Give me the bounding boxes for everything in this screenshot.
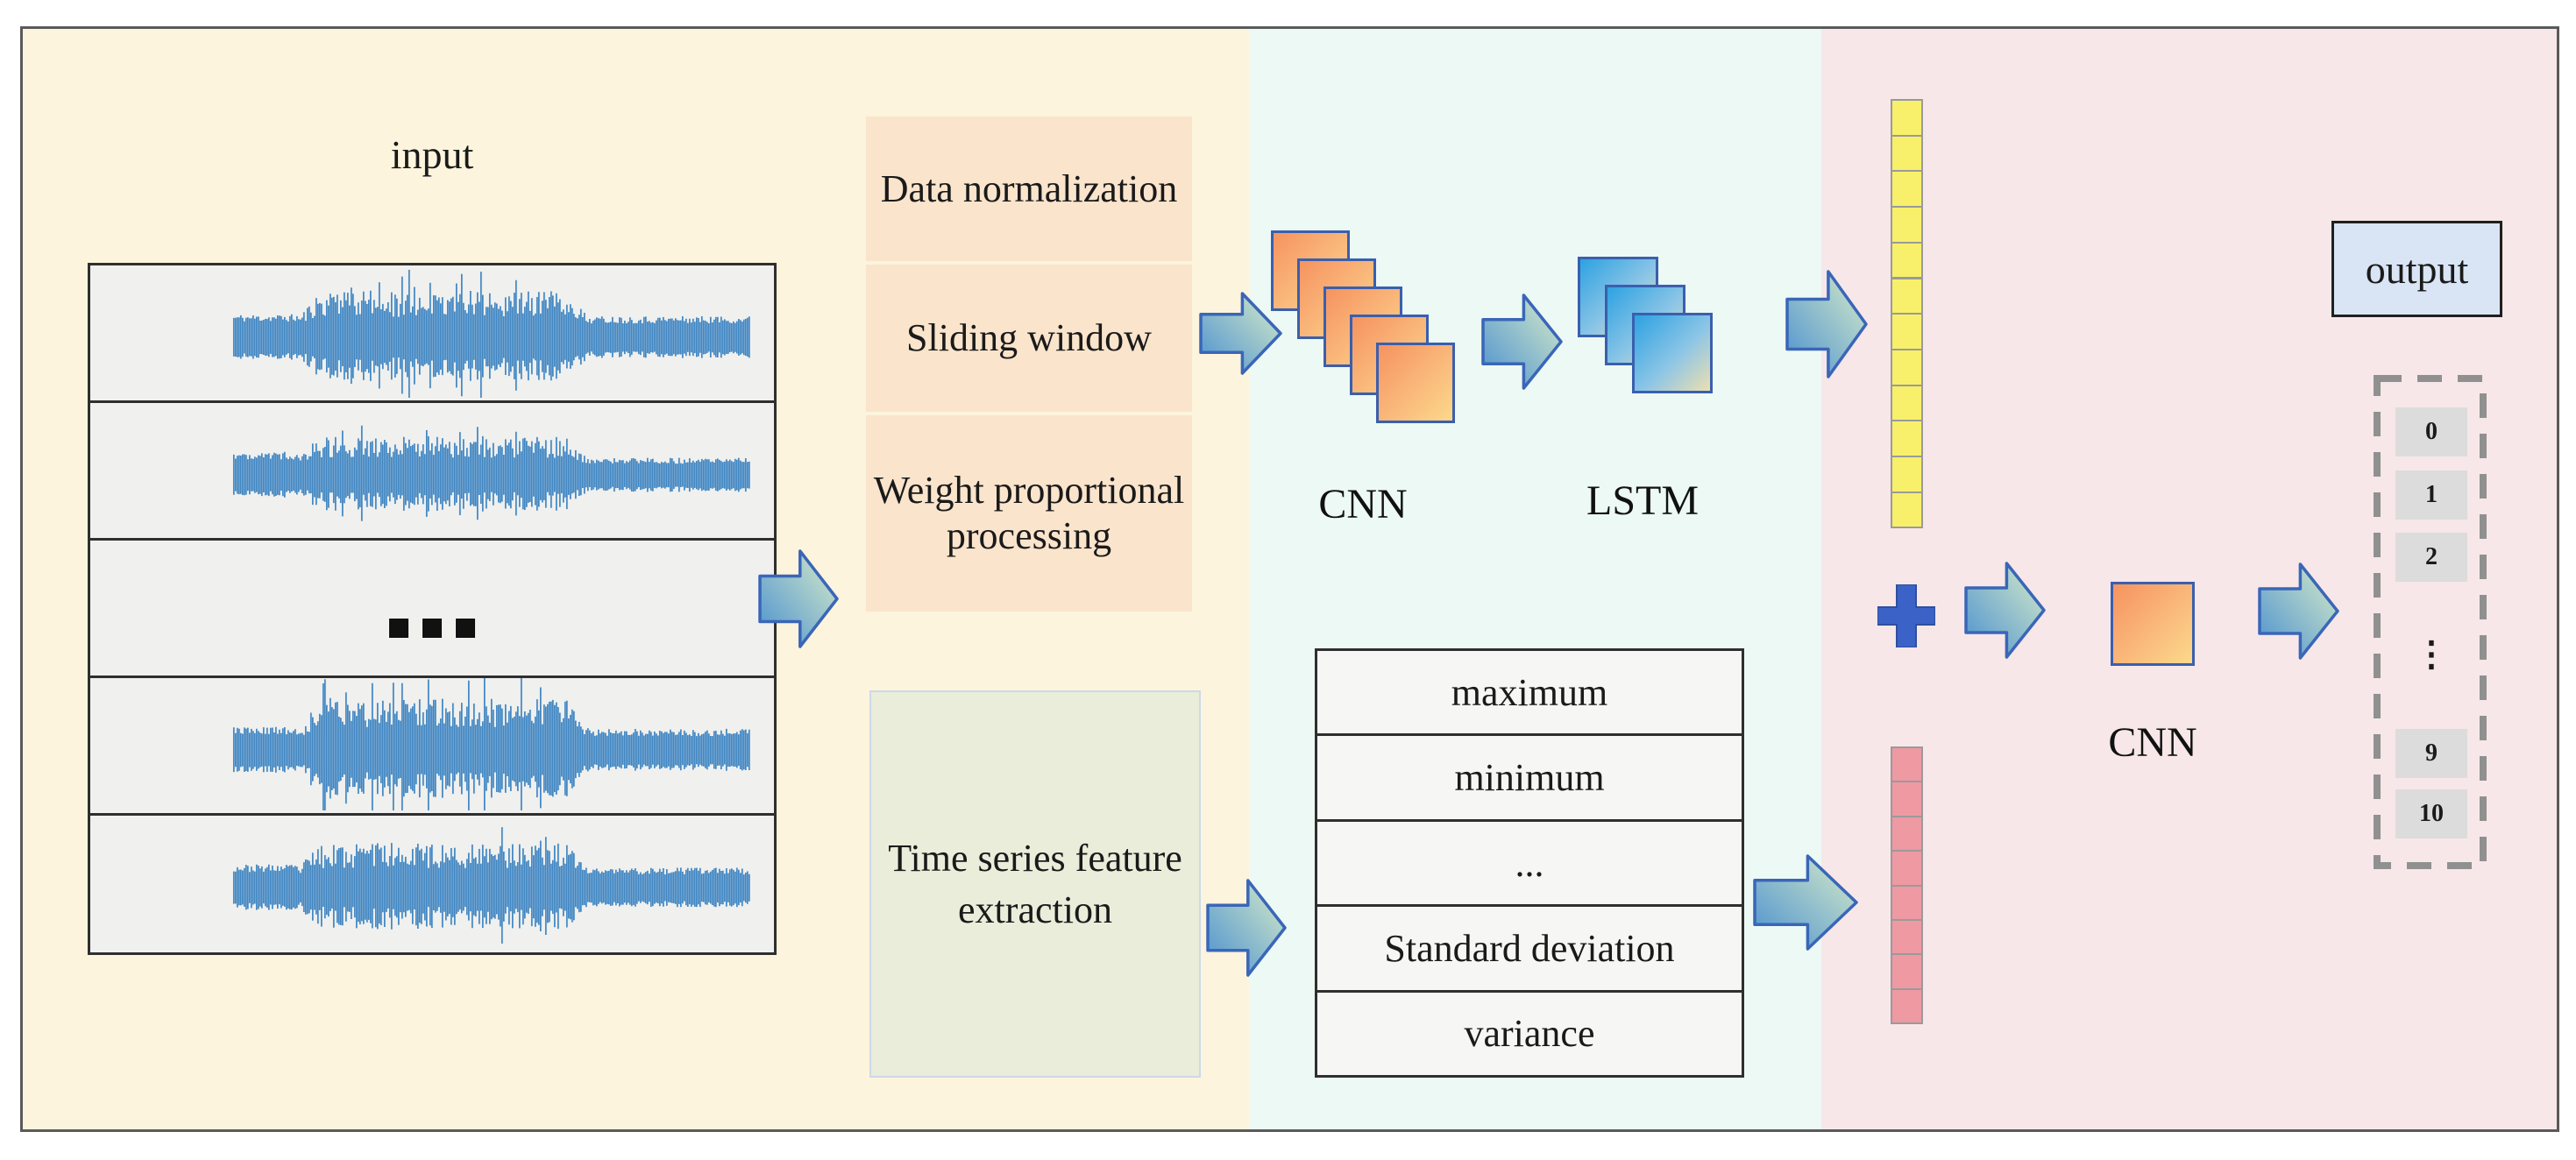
arrow-feature-box-to-table	[1206, 879, 1287, 977]
feature-extraction-box: Time series feature extraction	[869, 690, 1201, 1078]
input-label: input	[390, 132, 474, 177]
feature-vector-cell	[1891, 313, 1923, 350]
feature-vector-cell	[1891, 170, 1923, 209]
input-panel-waveform	[90, 678, 774, 816]
output-ellipsis: ⋮	[2414, 633, 2449, 674]
prep-box-weight-proportional: Weight proportional processing	[866, 415, 1192, 612]
arrow-cnn-to-lstm	[1481, 294, 1563, 390]
feature-vector-cell	[1891, 491, 1923, 529]
input-waveform-stack	[88, 263, 777, 955]
prep-box-sliding-window: Sliding window	[866, 265, 1192, 412]
feature-vector-cell	[1891, 384, 1923, 422]
plus-icon	[1877, 584, 1935, 647]
feature-vector-cell	[1891, 420, 1923, 457]
stat-vector-cell	[1891, 781, 1923, 817]
feature-vector-cell	[1891, 206, 1923, 244]
lstm-stack-label: LSTM	[1586, 477, 1700, 524]
lstm-square	[1632, 313, 1713, 393]
arrow-cnn-to-output	[2258, 562, 2339, 660]
output-class-cell: 1	[2395, 470, 2467, 520]
arrow-table-to-stat-vector	[1753, 854, 1858, 951]
feature-row: variance	[1464, 1012, 1595, 1056]
stat-vector-cell	[1891, 746, 1923, 783]
ellipsis-dot	[422, 619, 442, 639]
arrow-plus-to-cnn	[1964, 562, 2046, 659]
stat-vector-cell	[1891, 850, 1923, 887]
feature-vector-cell	[1891, 134, 1923, 173]
stat-vector-cell	[1891, 987, 1923, 1025]
arrow-input-to-preprocess	[758, 549, 839, 648]
output-box: output	[2331, 221, 2502, 317]
cnn-square	[1376, 343, 1455, 423]
feature-vector-cell	[1891, 99, 1923, 137]
input-panel-ellipsis	[90, 541, 774, 678]
input-panel-waveform	[90, 265, 774, 403]
fusion-cnn-square	[2111, 582, 2195, 666]
ellipsis-dot	[389, 619, 408, 639]
input-panel-waveform	[90, 816, 774, 953]
stat-vector-cell	[1891, 953, 1923, 990]
stat-vector-cell	[1891, 815, 1923, 852]
arrow-lstm-to-feature-vector	[1785, 270, 1868, 378]
output-class-cell: 0	[2395, 407, 2467, 456]
output-class-cell: 2	[2395, 533, 2467, 582]
input-panel-waveform	[90, 403, 774, 541]
feature-vector-cell	[1891, 277, 1923, 315]
output-class-cell: 10	[2395, 789, 2467, 838]
feature-vector-cell	[1891, 456, 1923, 493]
arrow-preprocess-to-cnn	[1199, 292, 1282, 375]
fusion-cnn-label: CNN	[2108, 719, 2197, 766]
ellipsis-dots	[90, 619, 774, 639]
feature-row: minimum	[1317, 736, 1742, 822]
feature-vector-cell	[1891, 241, 1923, 279]
feature-vector-cell	[1891, 348, 1923, 386]
stat-vector-cell	[1891, 884, 1923, 921]
cnn-stack-label: CNN	[1318, 481, 1408, 527]
output-dashed-frame	[2374, 375, 2487, 869]
feature-row: Standard deviation	[1317, 907, 1742, 993]
prep-box-data-normalization: Data normalization	[866, 117, 1192, 261]
feature-row: ...	[1317, 822, 1742, 908]
ellipsis-dot	[456, 619, 475, 639]
stat-vector-cell	[1891, 919, 1923, 956]
feature-row: maximum	[1317, 651, 1742, 737]
output-class-cell: 9	[2395, 729, 2467, 778]
